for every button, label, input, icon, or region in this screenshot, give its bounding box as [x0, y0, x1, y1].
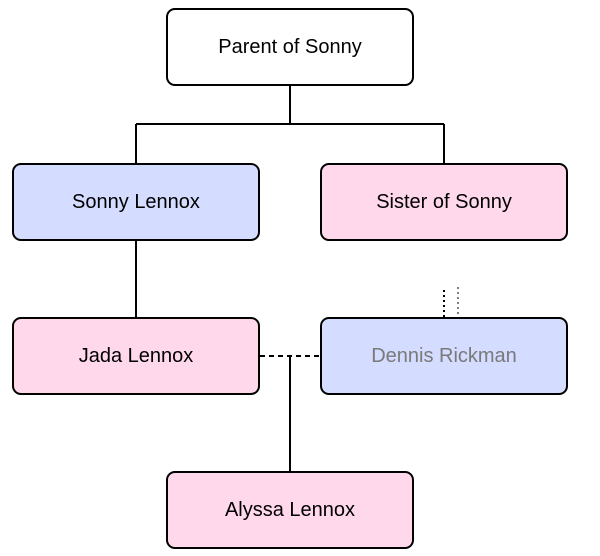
node-label: Sonny Lennox [72, 190, 200, 213]
node-sister-of-sonny: Sister of Sonny [320, 163, 568, 241]
node-label: Sister of Sonny [376, 190, 512, 213]
node-label: Jada Lennox [78, 344, 194, 367]
node-alyssa-lennox: Alyssa Lennox [166, 471, 414, 549]
node-label: Alyssa Lennox [224, 498, 356, 521]
node-jada-lennox: Jada Lennox [12, 317, 260, 395]
node-sonny-lennox: Sonny Lennox [12, 163, 260, 241]
node-dennis-rickman: Dennis Rickman [320, 317, 568, 395]
node-parent-of-sonny: Parent of Sonny [166, 8, 414, 86]
node-label: Parent of Sonny [218, 35, 362, 58]
node-label: Dennis Rickman [371, 344, 517, 367]
